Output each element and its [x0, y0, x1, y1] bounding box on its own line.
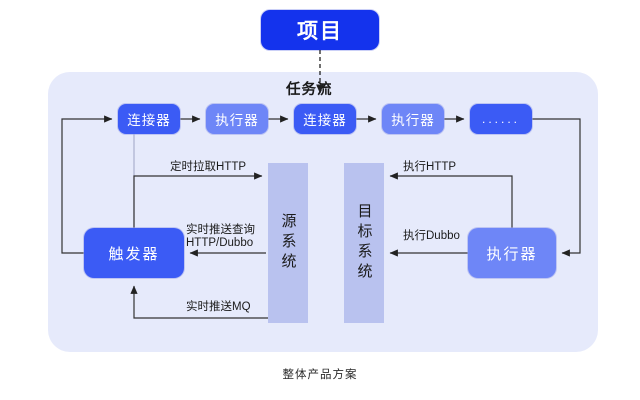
flow-node-label: 连接器	[127, 113, 171, 128]
target-system-column: 目标系统	[344, 163, 384, 323]
flow-node-executor-2[interactable]: 执行器	[382, 104, 444, 134]
flow-node-executor-1[interactable]: 执行器	[206, 104, 268, 134]
flow-node-label: ......	[481, 112, 520, 126]
trigger-node-label: 触发器	[108, 245, 160, 263]
edge-label-exec-dubbo: 执行Dubbo	[403, 230, 460, 242]
source-system-column: 源系统	[268, 163, 308, 323]
project-node-label: 项目	[297, 20, 343, 43]
source-system-label: 源系统	[279, 213, 297, 273]
edge-label-scheduled-pull: 定时拉取HTTP	[170, 161, 247, 173]
flow-node-label: 连接器	[303, 113, 347, 128]
task-flow-title: 任务流	[286, 82, 333, 98]
edge-label-realtime-push-query-line1: 实时推送查询	[186, 224, 255, 236]
project-node[interactable]: 项目	[261, 10, 379, 50]
edge-label-realtime-push-query: 实时推送查询 HTTP/Dubbo	[186, 224, 255, 250]
executor-node-label: 执行器	[486, 245, 538, 263]
edge-label-realtime-push-mq: 实时推送MQ	[186, 301, 251, 313]
flow-node-label: 执行器	[215, 113, 259, 128]
flow-node-more[interactable]: ......	[470, 104, 532, 134]
flow-node-connector-1[interactable]: 连接器	[118, 104, 180, 134]
edge-label-exec-http: 执行HTTP	[403, 161, 457, 173]
trigger-node[interactable]: 触发器	[84, 228, 184, 278]
executor-node-right[interactable]: 执行器	[468, 228, 556, 278]
target-system-label: 目标系统	[355, 203, 373, 283]
flow-node-connector-2[interactable]: 连接器	[294, 104, 356, 134]
figure-caption: 整体产品方案	[282, 369, 358, 381]
flow-node-label: 执行器	[391, 113, 435, 128]
edge-label-realtime-push-query-line2: HTTP/Dubbo	[186, 237, 254, 249]
